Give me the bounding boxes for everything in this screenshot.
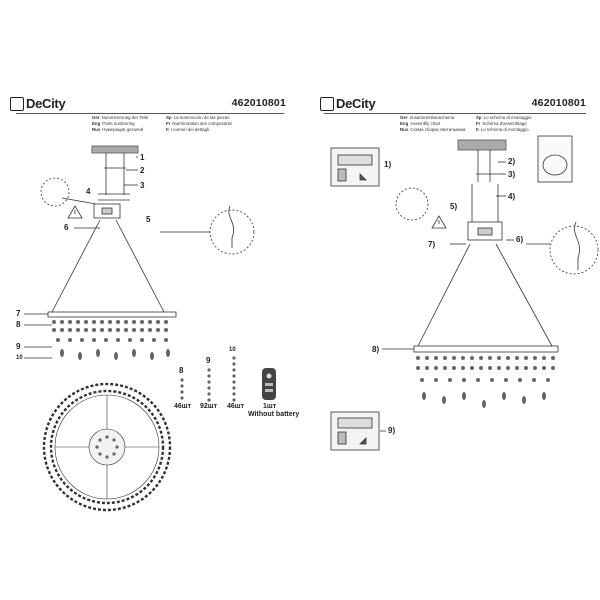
part-number-3: 3 [140, 181, 145, 190]
parts-list-number-9: 9 [206, 356, 211, 365]
header-divider [16, 113, 284, 114]
part-number-4: 4 [86, 187, 91, 196]
part-number-6: 6 [64, 223, 69, 232]
step-number-4: 4) [508, 192, 516, 201]
brand-logo-mark [320, 97, 334, 111]
brand-logo: DeCity [320, 96, 382, 114]
part-number-8: 8 [16, 320, 21, 329]
ring-frame [413, 345, 559, 353]
parts-list-qty-10: 46шт [227, 403, 245, 410]
step-number-7: 7) [428, 240, 436, 249]
step-number-8: 8) [372, 345, 380, 354]
ceiling-plate [91, 145, 139, 154]
remote-qty: 1шт [263, 403, 277, 410]
top-view-ring [42, 382, 172, 512]
brand-name: DeCity [26, 96, 66, 111]
product-code: 462010801 [531, 97, 586, 109]
part-number-7: 7 [16, 309, 21, 318]
part-number-1: 1 [140, 153, 145, 162]
brand-logo: DeCity [10, 96, 72, 114]
remote-note: Without battery [248, 411, 300, 418]
warning-triangle-icon [431, 215, 447, 229]
warning-triangle-icon [67, 205, 83, 219]
ceiling-plate [457, 139, 507, 151]
brand-logo-mark [10, 97, 24, 111]
parts-list-qty-9: 92шт [200, 403, 218, 410]
step-number-5: 5) [450, 202, 458, 211]
ring-frame [47, 311, 177, 318]
chandelier-parts-diagram [24, 145, 276, 512]
step-number-6: 6) [516, 235, 524, 244]
wiring-detail-circle [40, 177, 70, 207]
parts-list-qty-8: 46шт [174, 403, 192, 410]
parts-list-number-8: 8 [179, 366, 184, 375]
part-number-2: 2 [140, 166, 145, 175]
parts-list-number-10: 10 [229, 347, 236, 353]
step-number-3: 3) [508, 170, 516, 179]
step-number-9: 9) [388, 426, 396, 435]
crystal-strands [52, 320, 170, 360]
part-number-10: 10 [16, 355, 23, 361]
step-number-2: 2) [508, 157, 516, 166]
step-number-1: 1) [384, 160, 392, 169]
part-number-9: 9 [16, 342, 21, 351]
bulb-detail-circle [549, 225, 599, 275]
parts-list-drawings [180, 356, 236, 402]
brand-name: DeCity [336, 96, 376, 111]
crystal-strands [416, 356, 555, 408]
hook-detail-box [537, 135, 573, 183]
assembly-diagram [330, 135, 599, 451]
product-code: 462010801 [231, 97, 286, 109]
part-number-5: 5 [146, 215, 151, 224]
wiring-detail-circle [395, 187, 429, 221]
header-divider [324, 113, 586, 114]
